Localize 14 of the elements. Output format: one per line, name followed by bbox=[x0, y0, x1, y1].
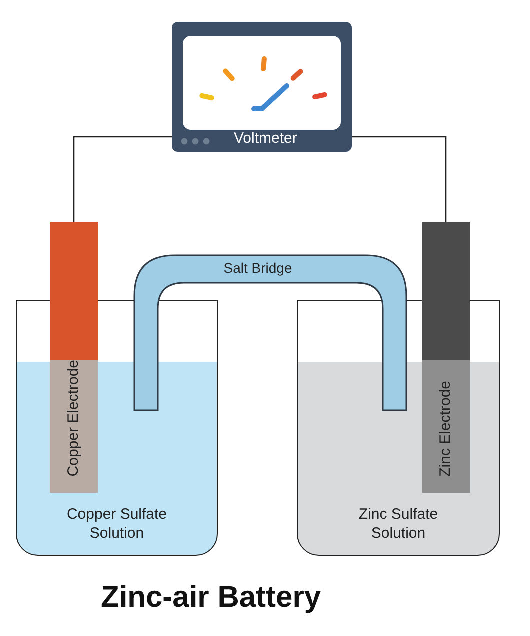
beaker bbox=[297, 300, 500, 556]
voltmeter bbox=[172, 22, 352, 152]
electrode-label: Zinc Electrode bbox=[437, 381, 455, 477]
beaker bbox=[16, 300, 218, 556]
salt-bridge-label: Salt Bridge bbox=[224, 260, 292, 277]
meter-label: Voltmeter bbox=[234, 130, 298, 148]
electrode-label: Copper Electrode bbox=[65, 360, 83, 477]
caption: Zinc-air Battery bbox=[101, 580, 322, 616]
electrode-rod bbox=[50, 222, 98, 493]
electrode-rod bbox=[422, 222, 470, 493]
solution-label: Zinc Sulfate Solution bbox=[358, 505, 440, 543]
solution-label: Copper Sulfate Solution bbox=[66, 505, 168, 543]
wire bbox=[352, 136, 447, 222]
wire bbox=[73, 136, 172, 222]
